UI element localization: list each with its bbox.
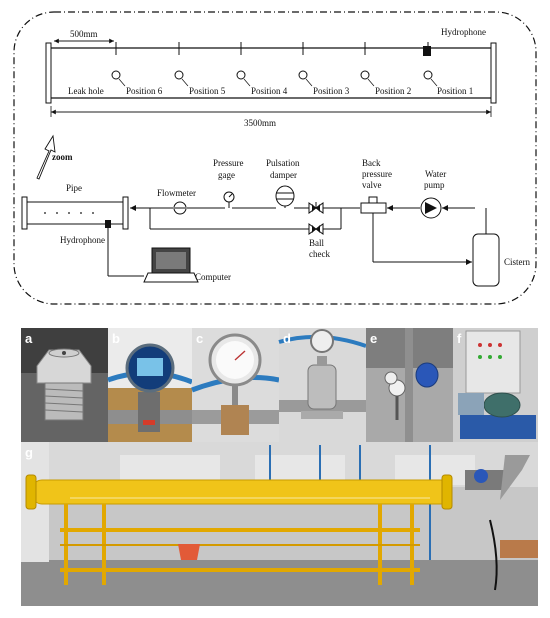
back-pressure-label-1: Back bbox=[362, 158, 381, 168]
position-5-marker bbox=[174, 70, 184, 80]
schematic-border bbox=[13, 11, 537, 305]
zoomed-pipe-diagram bbox=[45, 38, 497, 117]
ball-check-label-2: check bbox=[309, 249, 330, 259]
position-3-label: Position 3 bbox=[313, 86, 350, 96]
ball-check-label-1: Ball bbox=[309, 238, 324, 248]
hydrophone-marker-top bbox=[423, 46, 431, 56]
zoom-label: zoom bbox=[52, 152, 73, 162]
pulsation-damper-label-2: damper bbox=[270, 170, 297, 180]
cistern-icon bbox=[472, 233, 500, 287]
computer-label: Computer bbox=[195, 272, 231, 282]
flowmeter-label: Flowmeter bbox=[157, 188, 196, 198]
pressure-gage-label-1: Pressure bbox=[213, 158, 244, 168]
back-pressure-valve-icon bbox=[360, 202, 387, 214]
photo-label-b: b bbox=[112, 331, 120, 346]
position-5-label: Position 5 bbox=[189, 86, 226, 96]
photo-a-fitting bbox=[21, 328, 108, 442]
photo-e-back-pressure-valve bbox=[366, 328, 453, 442]
hydrophone-pipe-label: Hydrophone bbox=[60, 235, 105, 245]
system-schematic bbox=[21, 185, 500, 287]
water-pump-label-2: pump bbox=[424, 180, 445, 190]
photo-d-pulsation-damper bbox=[278, 328, 367, 442]
photo-label-g: g bbox=[25, 445, 33, 460]
position-4-marker bbox=[236, 70, 246, 80]
dim-500-label: 500mm bbox=[70, 29, 98, 39]
cistern-label: Cistern bbox=[504, 257, 530, 267]
position-1-label: Position 1 bbox=[437, 86, 473, 96]
pulsation-damper-label-1: Pulsation bbox=[266, 158, 300, 168]
position-3-marker bbox=[298, 70, 308, 80]
leak-hole-label: Leak hole bbox=[68, 86, 104, 96]
position-1-marker bbox=[423, 70, 433, 80]
pulsation-damper-icon bbox=[275, 185, 295, 207]
hydrophone-marker-pipe bbox=[105, 220, 111, 228]
photo-label-d: d bbox=[283, 331, 291, 346]
back-pressure-label-2: pressure bbox=[362, 169, 392, 179]
zoom-arrow-icon bbox=[36, 134, 56, 180]
position-4-label: Position 4 bbox=[251, 86, 288, 96]
photo-label-f: f bbox=[457, 331, 462, 346]
photo-f-water-pump bbox=[453, 328, 538, 442]
hydrophone-top-label: Hydrophone bbox=[441, 27, 486, 37]
photo-label-e: e bbox=[370, 331, 377, 346]
position-6-label: Position 6 bbox=[126, 86, 163, 96]
photo-c-pressure-gage bbox=[191, 328, 280, 442]
position-6-marker bbox=[111, 70, 121, 80]
position-2-label: Position 2 bbox=[375, 86, 411, 96]
position-2-marker bbox=[360, 70, 370, 80]
dim-3500-label: 3500mm bbox=[244, 118, 276, 128]
back-pressure-label-3: valve bbox=[362, 180, 382, 190]
pressure-gage-label-2: gage bbox=[218, 170, 235, 180]
water-pump-label-1: Water bbox=[425, 169, 446, 179]
pipe-label: Pipe bbox=[66, 183, 82, 193]
photo-b-flowmeter bbox=[107, 328, 193, 442]
photo-label-c: c bbox=[196, 331, 203, 346]
photo-label-a: a bbox=[25, 331, 33, 346]
photo-g-pipe-rig bbox=[21, 442, 538, 606]
